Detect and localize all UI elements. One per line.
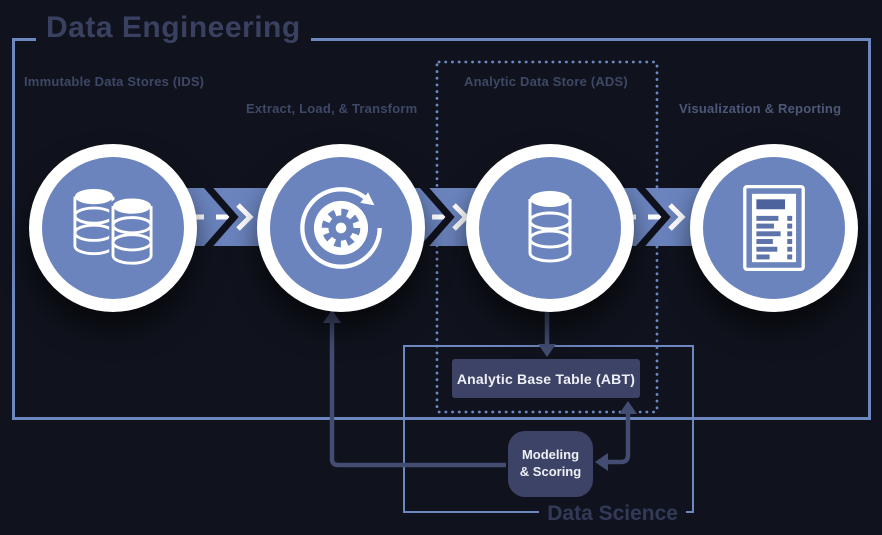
stage-circle-viz <box>690 144 858 312</box>
database-icon <box>528 191 572 263</box>
report-icon <box>743 185 805 271</box>
stage-circle-ids <box>29 144 197 312</box>
stage-label-ads: Analytic Data Store (ADS) <box>464 74 628 89</box>
modeling-label-line2: & Scoring <box>519 464 582 479</box>
page-title: Data Engineering <box>36 10 311 46</box>
elt-cycle-gear-icon <box>300 187 382 269</box>
stage-disc <box>703 157 845 299</box>
dual-database-icon <box>73 187 153 266</box>
abt-box: Analytic Base Table (ABT) <box>452 359 640 398</box>
stage-disc <box>270 157 412 299</box>
modeling-label-line1: Modeling <box>521 447 580 463</box>
modeling-scoring-box: Modeling & Scoring <box>508 431 593 497</box>
stage-label-ids: Immutable Data Stores (IDS) <box>24 74 205 89</box>
stage-label-elt: Extract, Load, & Transform <box>246 101 418 116</box>
stage-circle-ads <box>466 144 634 312</box>
abt-label: Analytic Base Table (ABT) <box>456 370 636 387</box>
stage-disc <box>42 157 184 299</box>
stage-disc <box>479 157 621 299</box>
data-science-label: Data Science <box>539 502 686 526</box>
stage-label-viz: Visualization & Reporting <box>679 101 842 116</box>
stage-circle-elt <box>257 144 425 312</box>
